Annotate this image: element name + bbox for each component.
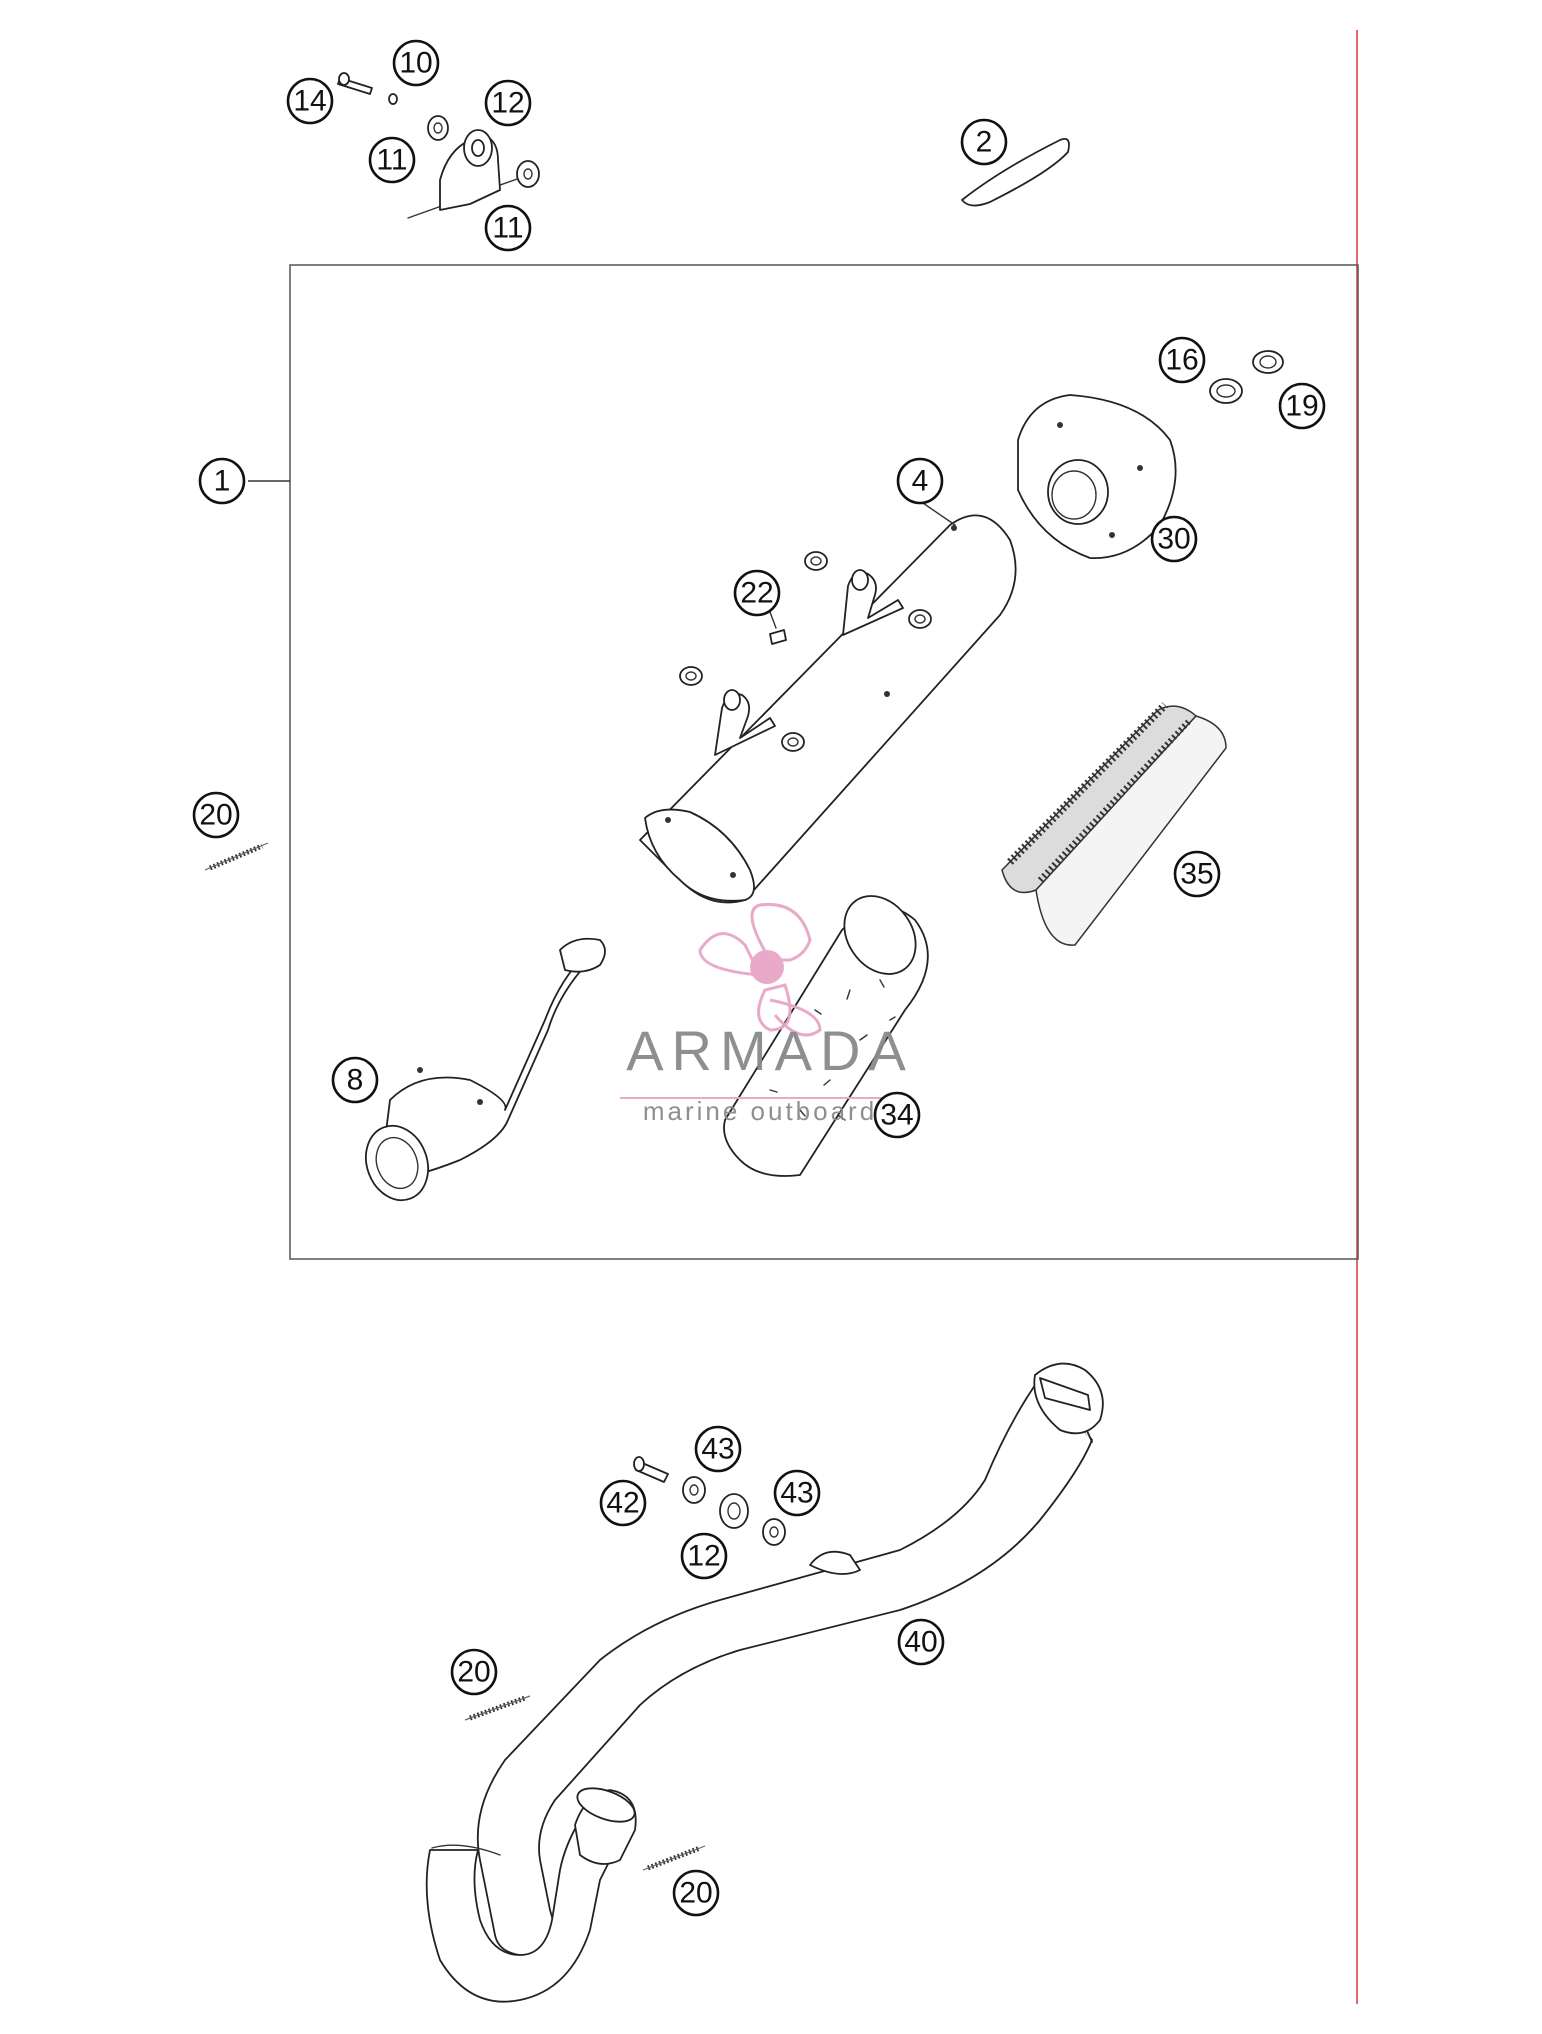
header-pipe-40	[425, 1362, 1104, 2003]
washer-43-lower	[762, 1518, 786, 1546]
screw-22	[769, 629, 787, 645]
callout-11-upper: 11	[368, 136, 416, 184]
perforated-tube-34	[723, 895, 929, 1177]
callout-20-middle: 20	[450, 1648, 498, 1696]
callout-14: 14	[286, 77, 334, 125]
callout-1: 1	[198, 457, 246, 505]
grommet-12-lower	[719, 1493, 749, 1529]
svg-text:10: 10	[399, 47, 432, 80]
callout-40: 40	[897, 1618, 945, 1666]
callout-20-bottom: 20	[672, 1869, 720, 1917]
packing-35	[1001, 702, 1227, 946]
callout-30: 30	[1150, 515, 1198, 563]
propeller-hub	[750, 950, 784, 984]
callout-22: 22	[733, 569, 781, 617]
link-pipe-8	[365, 937, 606, 1202]
callout-19: 19	[1278, 382, 1326, 430]
callout-35: 35	[1173, 850, 1221, 898]
mounting-bracket-group	[337, 72, 540, 219]
svg-text:12: 12	[687, 1540, 720, 1573]
ring-19	[1252, 350, 1284, 374]
callout-4: 4	[896, 457, 944, 505]
svg-text:30: 30	[1157, 523, 1190, 556]
watermark: ARMADA marine outboard	[620, 902, 914, 1126]
leader-lines	[769, 500, 956, 629]
propeller-logo	[698, 902, 822, 1037]
spring-20-left	[204, 842, 269, 871]
svg-text:40: 40	[904, 1626, 937, 1659]
svg-text:20: 20	[199, 799, 232, 832]
callout-8: 8	[331, 1056, 379, 1104]
callout-12-upper: 12	[484, 79, 532, 127]
ring-16	[1209, 378, 1243, 404]
spring-20-bottom	[642, 1845, 706, 1871]
spring-20-middle	[464, 1695, 531, 1721]
washer-11-lower	[516, 160, 540, 188]
assembly-frame	[289, 264, 1359, 1260]
svg-text:43: 43	[701, 1433, 734, 1466]
callout-12-lower: 12	[680, 1532, 728, 1580]
heat-plate-2	[961, 137, 1070, 207]
washer-11-upper	[427, 115, 449, 141]
svg-text:19: 19	[1285, 390, 1318, 423]
callout-34: 34	[873, 1091, 921, 1139]
svg-text:34: 34	[880, 1099, 913, 1132]
svg-text:11: 11	[376, 144, 407, 177]
svg-text:16: 16	[1165, 344, 1198, 377]
svg-text:11: 11	[492, 212, 523, 245]
callout-10: 10	[392, 39, 440, 87]
svg-text:22: 22	[740, 577, 773, 610]
watermark-brand: ARMADA	[626, 1019, 914, 1082]
washer-10	[388, 93, 398, 105]
svg-text:8: 8	[347, 1064, 364, 1097]
callout-16: 16	[1158, 336, 1206, 384]
svg-text:20: 20	[457, 1656, 490, 1689]
svg-text:43: 43	[780, 1477, 813, 1510]
svg-text:42: 42	[606, 1487, 639, 1520]
callout-2: 2	[960, 118, 1008, 166]
callout-43-upper: 43	[694, 1425, 742, 1473]
svg-text:20: 20	[679, 1877, 712, 1910]
watermark-tagline: marine outboard	[643, 1096, 877, 1126]
svg-text:14: 14	[293, 85, 326, 118]
svg-text:2: 2	[976, 126, 993, 159]
end-cap-30	[1017, 394, 1177, 559]
svg-text:4: 4	[912, 465, 929, 498]
callout-43-lower: 43	[773, 1469, 821, 1517]
callout-20-left: 20	[192, 791, 240, 839]
callout-42: 42	[599, 1479, 647, 1527]
muffler-body-4	[639, 514, 1017, 904]
callout-11-lower: 11	[484, 204, 532, 252]
svg-text:35: 35	[1180, 858, 1213, 891]
lower-hardware-group	[633, 1456, 786, 1546]
svg-text:12: 12	[491, 87, 524, 120]
svg-text:1: 1	[214, 465, 231, 498]
washer-43-upper	[682, 1476, 706, 1504]
